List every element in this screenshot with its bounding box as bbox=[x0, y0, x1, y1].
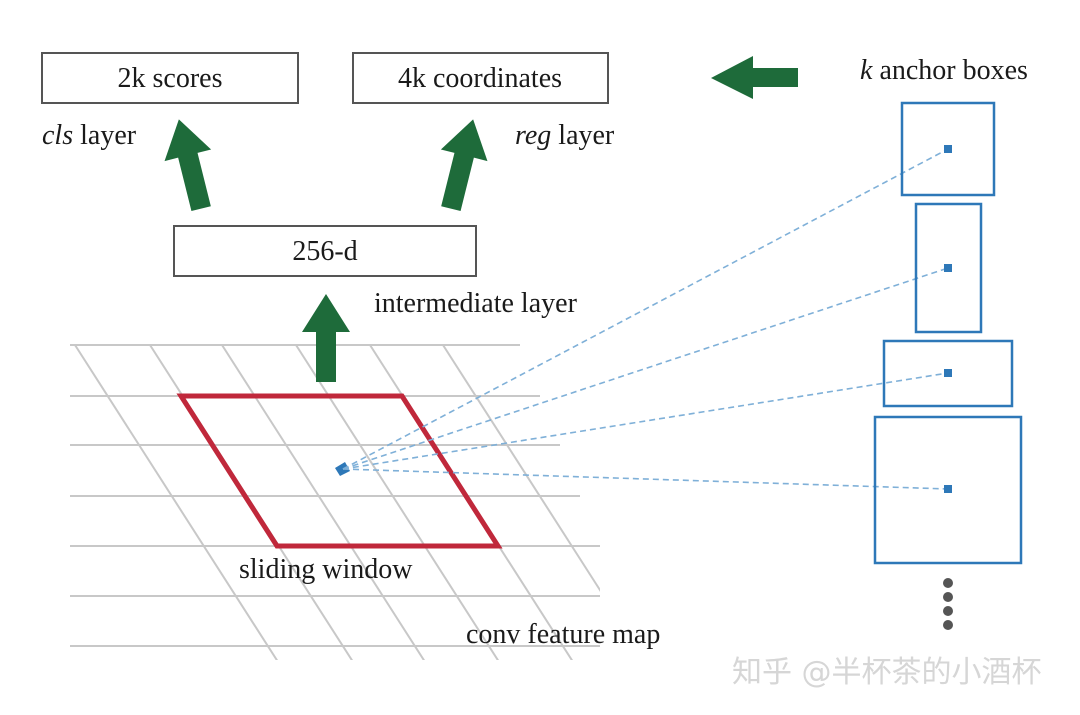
cls-output-box bbox=[41, 52, 299, 104]
anchor-boxes-label: k anchor boxes bbox=[860, 55, 1028, 86]
feature-map-grid bbox=[70, 344, 600, 660]
intermediate-layer-label: intermediate layer bbox=[374, 288, 578, 319]
up-arrow-icon bbox=[440, 119, 488, 212]
anchor-box-1 bbox=[900, 101, 996, 197]
left-arrow-icon bbox=[711, 56, 798, 99]
reg-output-label: 4k coordinates bbox=[398, 63, 562, 94]
sliding-window-label: sliding window bbox=[239, 554, 413, 585]
reg-output-box bbox=[352, 52, 609, 104]
anchor-projection-lines bbox=[342, 148, 949, 490]
watermark: 知乎 @半杯茶的小酒杯 bbox=[732, 655, 1042, 690]
anchor-box-3 bbox=[882, 339, 1014, 408]
reg-layer-label: reg layer bbox=[515, 120, 615, 151]
intermediate-box bbox=[173, 225, 477, 277]
anchor-boxes bbox=[873, 101, 1023, 565]
anchor-box-4 bbox=[873, 415, 1023, 565]
up-arrow-icon bbox=[164, 119, 212, 212]
cls-layer-label: cls layer bbox=[42, 120, 137, 151]
window-center-marker bbox=[335, 462, 350, 476]
feature-map-label: conv feature map bbox=[466, 619, 660, 650]
sliding-window-frame bbox=[176, 393, 503, 549]
intermediate-box-label: 256-d bbox=[292, 236, 357, 267]
ellipsis-dots-icon bbox=[943, 578, 953, 630]
up-arrow-icon bbox=[302, 294, 350, 382]
anchor-centers bbox=[944, 145, 952, 493]
anchor-box-2 bbox=[914, 202, 983, 334]
cls-output-label: 2k scores bbox=[118, 63, 223, 94]
